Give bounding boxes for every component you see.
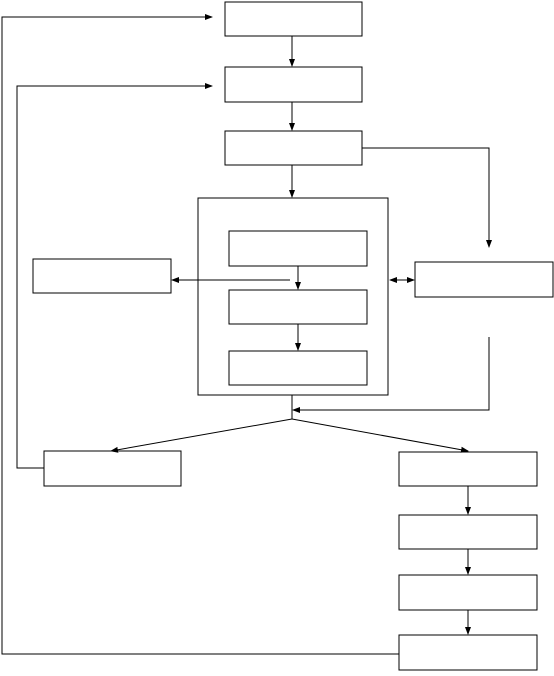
lower-right-step-2-node	[398, 514, 538, 550]
lower-right-step-2-box	[398, 514, 538, 550]
edge-lower-right-step-4-to-top-step-1	[1, 14, 399, 655]
top-step-3-box	[224, 130, 363, 166]
lower-right-step-3-box	[398, 574, 538, 611]
inner-process-group	[197, 197, 389, 396]
lower-right-step-4-node	[398, 634, 538, 671]
inner-step-2-node	[228, 289, 368, 325]
edge-split-point-to-lower-right-step-1	[291, 418, 469, 453]
lower-left-box	[43, 450, 182, 487]
edge-lower-left-box-to-top-step-2	[16, 83, 213, 469]
edge-split-point-to-lower-left-box	[110, 418, 293, 453]
edge-top-step-3-to-right-side-box	[362, 147, 492, 248]
lower-left-node	[43, 450, 182, 487]
inner-step-1-node	[228, 230, 368, 267]
inner-step-2-box	[228, 289, 368, 325]
right-side-box	[414, 261, 554, 298]
inner-step-3-box	[228, 350, 368, 386]
lower-right-step-4-box	[398, 634, 538, 671]
inner-step-1-box	[228, 230, 368, 267]
top-step-3-node	[224, 130, 363, 166]
lower-right-step-1-node	[398, 451, 538, 487]
left-branch-box	[32, 258, 172, 294]
lower-right-step-1-box	[398, 451, 538, 487]
top-step-2-node	[224, 66, 363, 103]
left-branch-node	[32, 258, 172, 294]
top-step-1-box	[224, 1, 363, 37]
top-step-1-node	[224, 1, 363, 37]
inner-step-3-node	[228, 350, 368, 386]
lower-right-step-3-node	[398, 574, 538, 611]
edge-right-side-box-to-split-point	[292, 337, 490, 413]
top-step-2-box	[224, 66, 363, 103]
right-side-node	[414, 261, 554, 298]
